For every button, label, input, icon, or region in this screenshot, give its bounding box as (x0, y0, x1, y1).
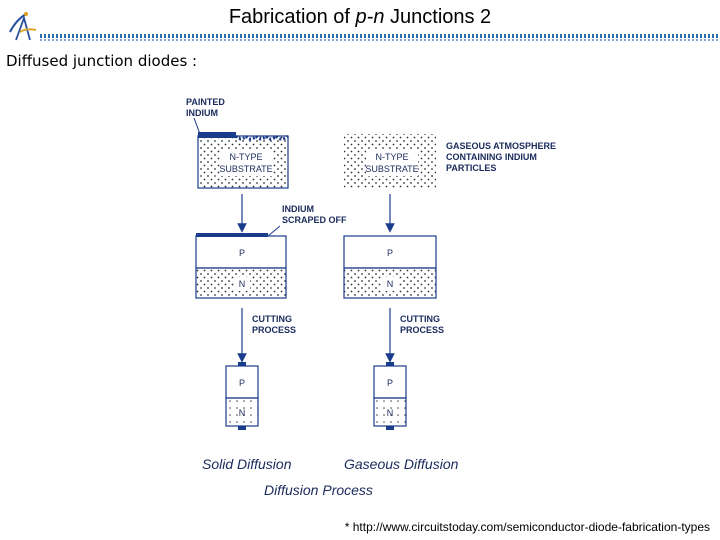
gaseous-cutting-label-1: CUTTING (400, 314, 440, 324)
solid-substrate-label-1: N-TYPE (229, 152, 262, 162)
solid-cutting-label-1: CUTTING (252, 314, 292, 324)
solid-diode-n-label: N (239, 408, 246, 418)
solid-indium-residue (196, 233, 268, 237)
gaseous-p-region (343, 235, 437, 269)
solid-diode-p-label: P (239, 378, 245, 388)
solid-n-label: N (239, 279, 246, 289)
gas-label-1: GASEOUS ATMOSPHERE (446, 141, 556, 151)
solid-cutting-label-2: PROCESS (252, 325, 296, 335)
gas-label-3: PARTICLES (446, 163, 496, 173)
process-caption: Diffusion Process (264, 482, 373, 498)
gaseous-cutting-label-2: PROCESS (400, 325, 444, 335)
gaseous-substrate-label-2: SUBSTRATE (365, 164, 418, 174)
solid-caption: Solid Diffusion (202, 456, 292, 472)
gaseous-n-label: N (387, 279, 394, 289)
diffusion-process-figure: PAINTED INDIUM N-TYPE SUBSTRATE N-TYPE S… (186, 97, 556, 498)
solid-substrate-label-2: SUBSTRATE (219, 164, 272, 174)
solid-diode-p (225, 365, 259, 399)
gaseous-p-label: P (387, 248, 393, 258)
title-rule-secondary (40, 39, 720, 41)
gaseous-diode-n-label: N (387, 408, 394, 418)
gaseous-diode-n (373, 397, 407, 427)
painted-indium-label-2: INDIUM (186, 108, 218, 118)
painted-indium-label-1: PAINTED (186, 97, 225, 107)
slide-title: Fabrication of p-n Junctions 2 (228, 6, 492, 28)
scraped-label-1: INDIUM (282, 204, 314, 214)
scraped-label-2: SCRAPED OFF (282, 215, 347, 225)
source-citation: * http://www.circuitstoday.com/semicondu… (344, 520, 710, 534)
solid-p-label: P (239, 248, 245, 258)
indium-layer (198, 132, 236, 138)
gaseous-substrate-label-1: N-TYPE (375, 152, 408, 162)
slide-subtitle: Diffused junction diodes : (6, 52, 198, 70)
gaseous-diode-p-label: P (387, 378, 393, 388)
title-rule (40, 34, 720, 38)
logo-icon (9, 12, 37, 41)
indium-wave (234, 133, 289, 141)
gas-label-2: CONTAINING INDIUM (446, 152, 537, 162)
gaseous-caption: Gaseous Diffusion (344, 456, 459, 472)
